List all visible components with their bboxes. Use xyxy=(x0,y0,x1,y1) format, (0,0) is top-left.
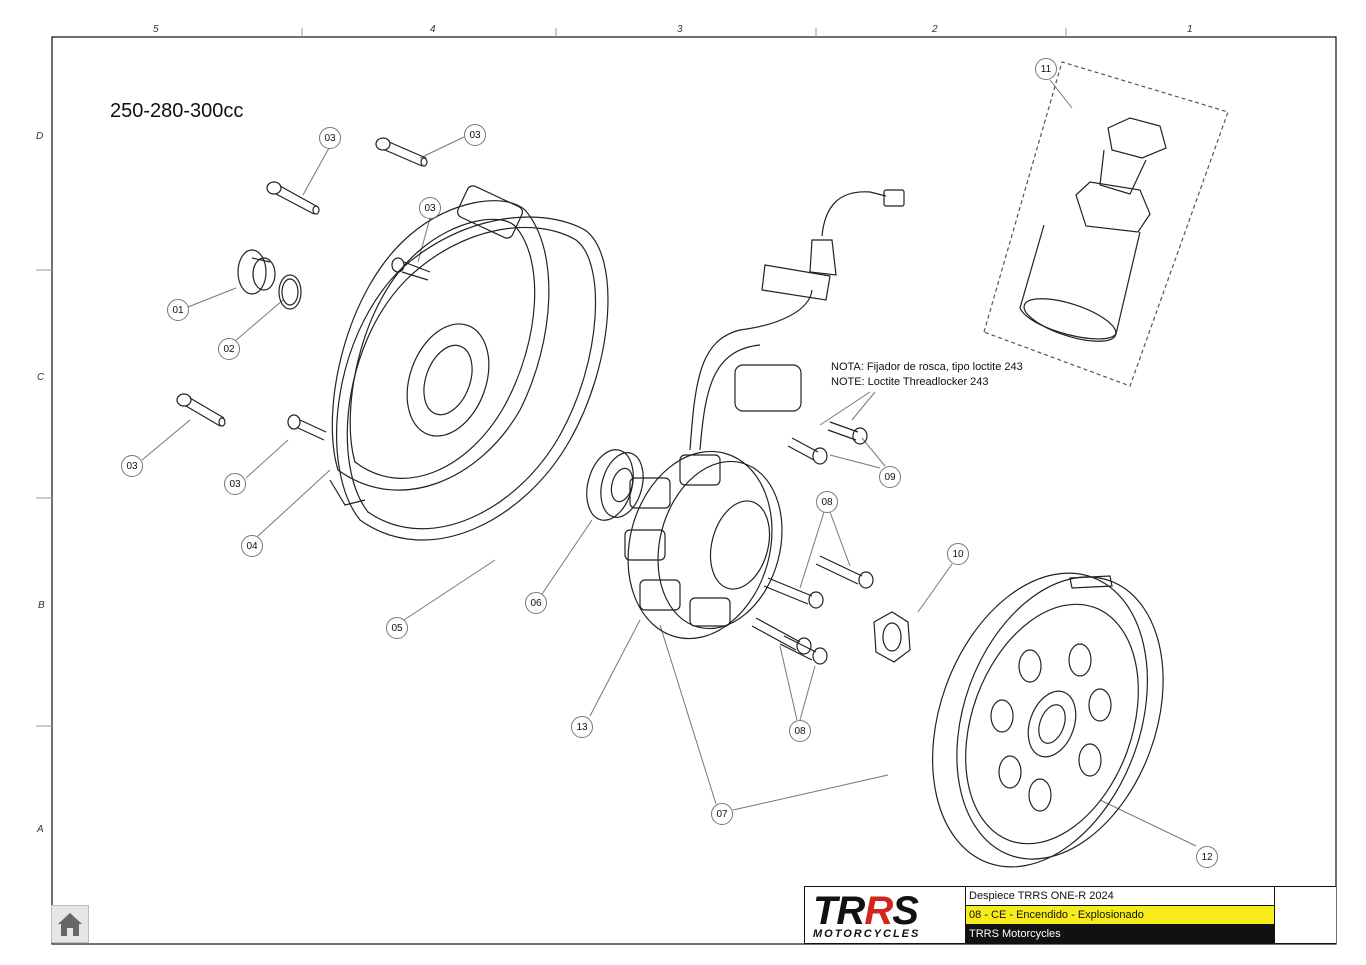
part-11-puller-tool xyxy=(983,61,1229,387)
displacement-label: 250-280-300cc xyxy=(110,100,244,122)
part-03-bolt xyxy=(266,181,320,215)
brand-subtitle: MOTORCYCLES xyxy=(813,928,921,940)
callout-06: 06 xyxy=(525,592,547,614)
callout-09: 09 xyxy=(879,466,901,488)
threadlocker-note: NOTA: Fijador de rosca, tipo loctite 243… xyxy=(831,360,1023,390)
zone-label-side: D xyxy=(36,131,44,142)
part-04-ignition-cover xyxy=(329,185,550,506)
callout-05: 05 xyxy=(386,617,408,639)
parts xyxy=(176,61,1229,868)
zone-label-top: 2 xyxy=(932,24,938,35)
part-03-bolt xyxy=(375,137,428,167)
callout-13: 13 xyxy=(571,716,593,738)
zone-label-side: B xyxy=(38,600,45,611)
part-09-bolt xyxy=(827,421,868,445)
callout-03: 03 xyxy=(121,455,143,477)
part-08-bolt xyxy=(779,635,828,665)
callout-12: 12 xyxy=(1196,846,1218,868)
part-03-bolt xyxy=(176,393,226,427)
part-03-bolt xyxy=(287,414,327,441)
part-12-flywheel xyxy=(932,572,1164,868)
part-02-oring xyxy=(278,274,302,310)
callout-01: 01 xyxy=(167,299,189,321)
callout-10: 10 xyxy=(947,543,969,565)
part-10-nut xyxy=(873,611,911,663)
part-08-bolt xyxy=(815,555,874,589)
title-line-3: TRRS Motorcycles xyxy=(966,925,1274,944)
part-07-13-stator xyxy=(624,189,905,640)
zone-label-top: 3 xyxy=(677,24,683,35)
callout-03: 03 xyxy=(319,127,341,149)
part-01-plug xyxy=(237,249,276,295)
callout-04: 04 xyxy=(241,535,263,557)
part-05-gasket xyxy=(336,216,609,541)
zone-label-top: 4 xyxy=(430,24,436,35)
part-09-bolt xyxy=(787,437,828,465)
callout-03: 03 xyxy=(419,197,441,219)
note-line-en: NOTE: Loctite Threadlocker 243 xyxy=(831,376,989,388)
callout-08: 08 xyxy=(816,491,838,513)
emblem-cell xyxy=(1274,887,1336,943)
part-08-bolt xyxy=(763,577,824,609)
callout-11: 11 xyxy=(1035,58,1057,80)
sheet-frame xyxy=(51,36,1337,945)
zone-label-top: 1 xyxy=(1187,24,1193,35)
zone-label-side: A xyxy=(37,824,44,835)
callout-08: 08 xyxy=(789,720,811,742)
callout-02: 02 xyxy=(218,338,240,360)
title-line-2: 08 - CE - Encendido - Explosionado xyxy=(966,906,1274,925)
part-06-bearing xyxy=(586,449,644,521)
zone-label-top: 5 xyxy=(153,24,159,35)
part-08-bolt xyxy=(751,617,812,655)
home-button[interactable] xyxy=(51,905,89,943)
zone-label-side: C xyxy=(37,372,45,383)
home-icon xyxy=(58,913,82,936)
callout-03: 03 xyxy=(224,473,246,495)
note-line-es: NOTA: Fijador de rosca, tipo loctite 243 xyxy=(831,361,1023,373)
zone-ticks xyxy=(36,28,1067,727)
callout-03: 03 xyxy=(464,124,486,146)
leader-lines xyxy=(141,79,1197,847)
brand-logo: TRRS MOTORCYCLES xyxy=(805,887,966,943)
title-line-1: Despiece TRRS ONE-R 2024 xyxy=(966,887,1274,906)
callout-07: 07 xyxy=(711,803,733,825)
brand-wordmark: TRRS xyxy=(813,889,919,933)
title-block: TRRS MOTORCYCLES Despiece TRRS ONE-R 202… xyxy=(804,886,1336,944)
